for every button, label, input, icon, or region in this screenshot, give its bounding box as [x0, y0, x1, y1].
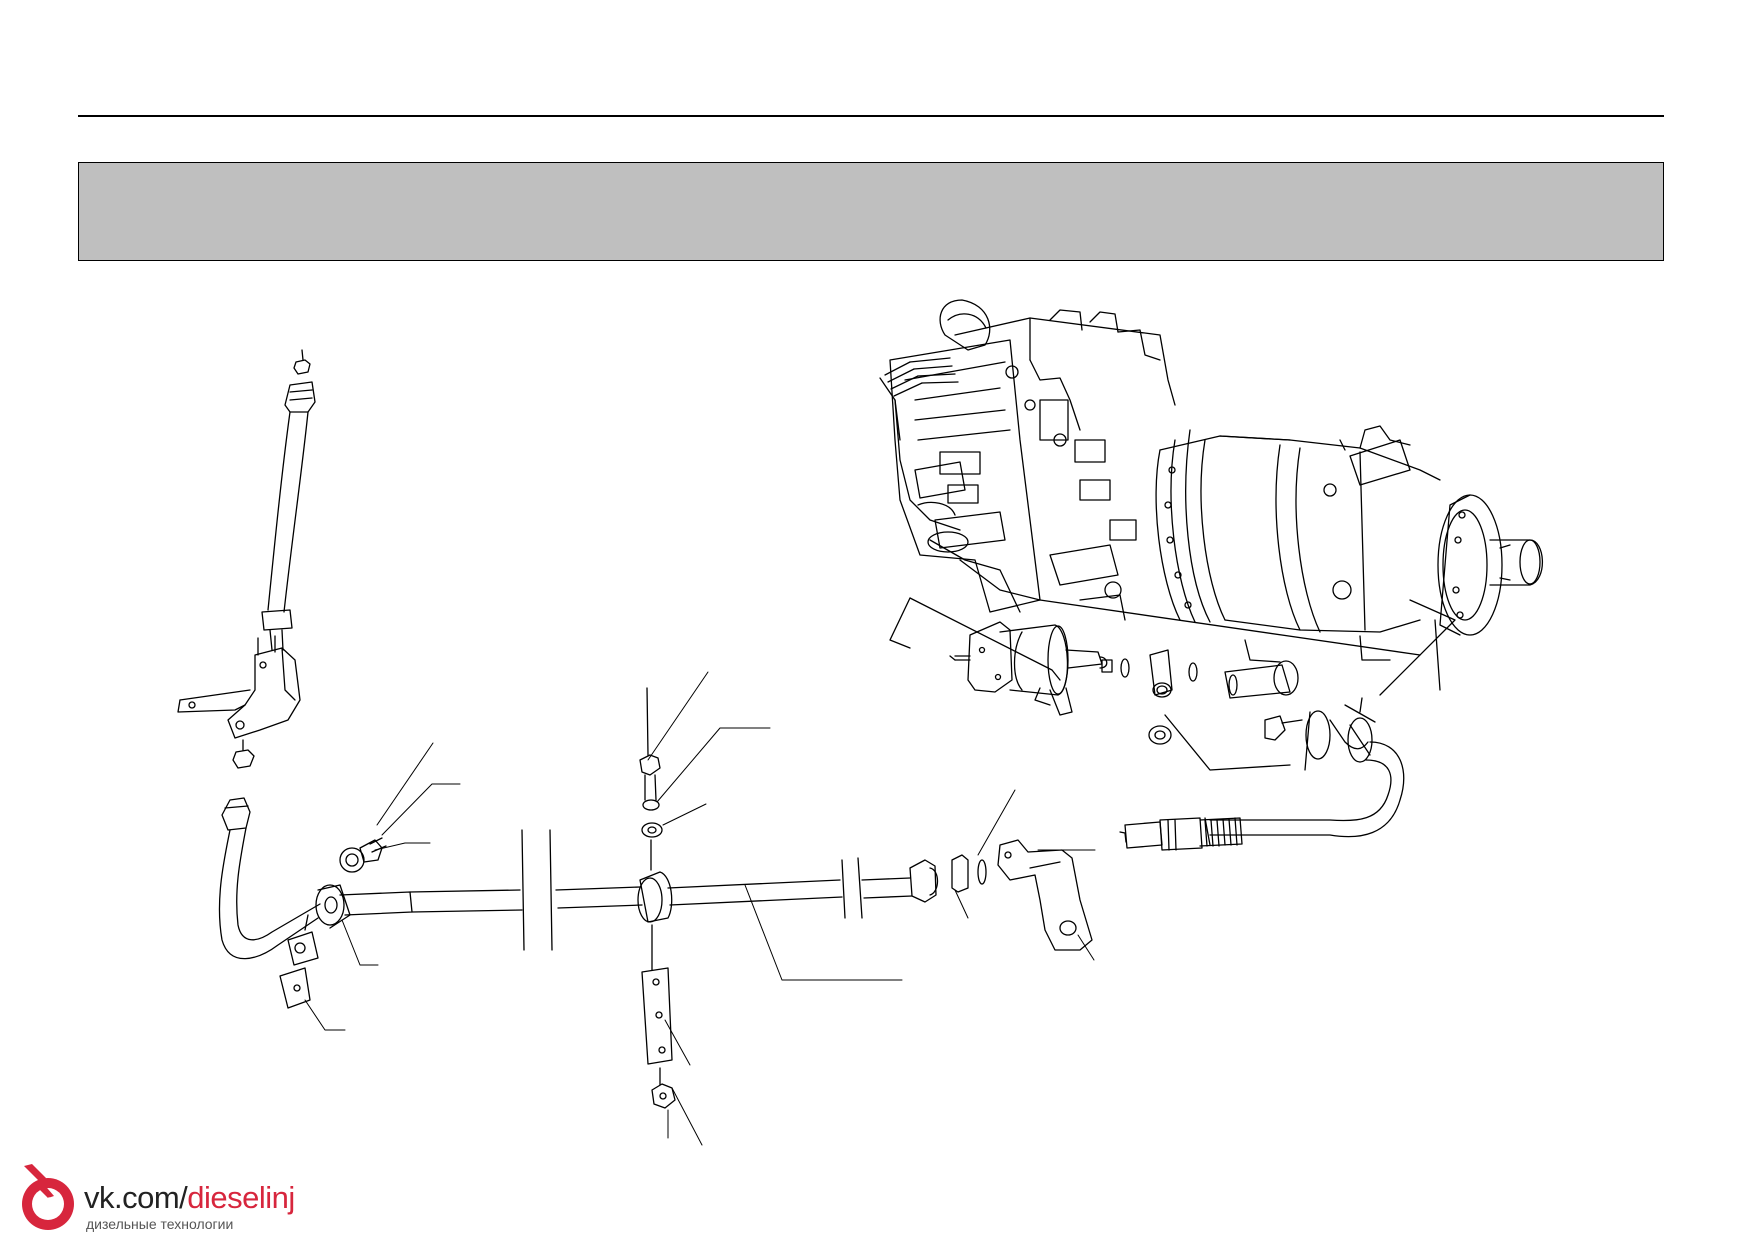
header-band	[78, 162, 1664, 261]
watermark: vk.com/dieselinj дизельные технологии	[14, 1160, 314, 1235]
watermark-url-name: dieselinj	[187, 1180, 295, 1215]
watermark-url[interactable]: vk.com/dieselinj	[84, 1180, 295, 1216]
air-cylinder-assembly	[889, 597, 1456, 771]
top-rule	[78, 115, 1664, 117]
flexible-hose	[1119, 719, 1405, 851]
main-pipe-assembly	[315, 687, 1093, 1109]
engine-assembly	[879, 299, 1543, 663]
fuel-injector-icon	[22, 1164, 74, 1230]
left-hose-assembly	[177, 349, 321, 1009]
watermark-url-prefix: vk.com/	[84, 1180, 188, 1215]
watermark-subtitle: дизельные технологии	[86, 1216, 234, 1232]
leader-lines	[304, 671, 1096, 1146]
